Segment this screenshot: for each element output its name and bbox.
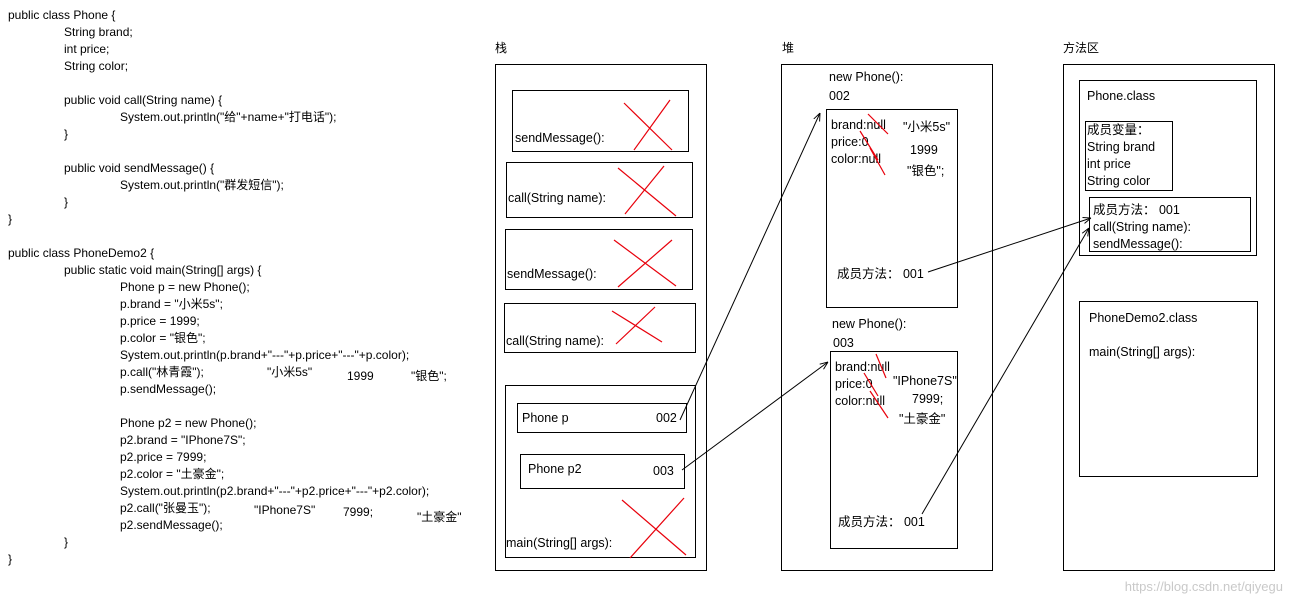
var-address: 003 xyxy=(653,464,674,478)
method-call: call(String name): xyxy=(1093,220,1191,234)
annotation-p2-price: 7999; xyxy=(343,505,374,519)
annotation-p-price: 1999 xyxy=(347,369,374,383)
heap-obj2-value-color: "土豪金" xyxy=(899,412,946,426)
code-line: System.out.println("群发短信"); xyxy=(120,178,284,192)
annotation-p2-color: "土豪金" xyxy=(417,510,462,524)
code-line: p2.call("张曼玉"); xyxy=(120,501,211,515)
code-line: p2.sendMessage(); xyxy=(120,518,223,532)
heap-title: 堆 xyxy=(782,41,795,55)
code-line: } xyxy=(8,212,13,226)
code-line: public class PhoneDemo2 { xyxy=(8,246,155,260)
member-var-color: String color xyxy=(1087,174,1151,188)
heap-obj1-method-ref: 成员方法： 001 xyxy=(837,267,924,281)
phone-class-box xyxy=(1079,80,1257,256)
main-label: main(String[] args): xyxy=(506,536,613,550)
member-var-brand: String brand xyxy=(1087,140,1156,154)
heap-obj1-field-brand: brand:null xyxy=(831,118,886,132)
heap-obj2-value-brand: "IPhone7S" xyxy=(893,374,957,388)
frame-label: sendMessage(): xyxy=(515,131,605,145)
heap-obj2-header: new Phone(): xyxy=(832,317,907,331)
code-line: System.out.println(p2.brand+"---"+p2.pri… xyxy=(120,484,430,498)
code-line: public void call(String name) { xyxy=(64,93,223,107)
method-send-message: sendMessage(): xyxy=(1093,237,1183,251)
heap-obj1-address: 002 xyxy=(829,89,850,103)
heap-obj2-method-ref: 成员方法： 001 xyxy=(838,515,925,529)
code-line: p.price = 1999; xyxy=(120,314,200,328)
phonedemo2-class-title: PhoneDemo2.class xyxy=(1089,311,1198,325)
code-line: Phone p2 = new Phone(); xyxy=(120,416,257,430)
stack-var-p2: Phone p2 003 xyxy=(520,454,685,489)
code-line: } xyxy=(64,195,69,209)
heap-obj2-field-brand: brand:null xyxy=(835,360,890,374)
stack-var-p: Phone p 002 xyxy=(517,403,687,433)
code-line: } xyxy=(8,552,13,566)
code-line: p2.price = 7999; xyxy=(120,450,207,464)
stack-frame-call-1: call(String name): xyxy=(506,162,693,218)
var-name: Phone p xyxy=(522,411,569,425)
heap-obj1-value-color: "银色"; xyxy=(907,164,945,178)
heap-obj1-value-brand: "小米5s" xyxy=(903,120,951,134)
heap-obj2-address: 003 xyxy=(833,336,854,350)
code-line: String brand; xyxy=(64,25,133,39)
phone-class-title: Phone.class xyxy=(1087,89,1156,103)
code-line: p2.color = "土豪金"; xyxy=(120,467,225,481)
phonedemo2-main-method: main(String[] args): xyxy=(1089,345,1196,359)
member-methods-header: 成员方法： 001 xyxy=(1093,203,1180,217)
frame-label: sendMessage(): xyxy=(507,267,597,281)
annotation-p-brand: "小米5s" xyxy=(267,365,313,379)
code-line: p.sendMessage(); xyxy=(120,382,217,396)
frame-label: call(String name): xyxy=(508,191,606,205)
code-line: String color; xyxy=(64,59,129,73)
member-var-header: 成员变量： xyxy=(1087,123,1150,137)
code-line: public static void main(String[] args) { xyxy=(64,263,262,277)
stack-frame-main: main(String[] args): xyxy=(505,385,696,558)
member-variables-box: 成员变量： String brand int price String colo… xyxy=(1085,121,1173,191)
method-area-title: 方法区 xyxy=(1063,41,1100,55)
code-line: } xyxy=(64,535,69,549)
phonedemo2-class-box xyxy=(1079,301,1258,477)
member-methods-box: 成员方法： 001 call(String name): sendMessage… xyxy=(1089,197,1251,252)
code-line: p.color = "银色"; xyxy=(120,331,206,345)
code-line: p2.brand = "IPhone7S"; xyxy=(120,433,246,447)
stack-frame-send-message-1: sendMessage(): xyxy=(512,90,689,152)
heap-obj2-field-price: price:0 xyxy=(835,377,873,391)
member-var-price: int price xyxy=(1087,157,1131,171)
stack-frame-call-2: call(String name): xyxy=(504,303,696,353)
stack-frame-send-message-2: sendMessage(): xyxy=(505,229,693,290)
heap-obj2-value-price: 7999; xyxy=(912,392,944,406)
heap-obj1-field-color: color:null xyxy=(831,152,882,166)
stack-title: 栈 xyxy=(495,41,508,55)
code-line: int price; xyxy=(64,42,110,56)
heap-obj1-header: new Phone(): xyxy=(829,70,904,84)
annotation-p-color: "银色"; xyxy=(411,369,447,383)
code-line: System.out.println("给"+name+"打电话"); xyxy=(120,110,337,124)
watermark: https://blog.csdn.net/qiyegu xyxy=(1124,579,1283,594)
heap-obj1-value-price: 1999 xyxy=(910,143,938,157)
code-line: System.out.println(p.brand+"---"+p.price… xyxy=(120,348,410,362)
heap-object-002 xyxy=(826,109,958,308)
annotation-p2-brand: "IPhone7S" xyxy=(254,503,316,517)
code-line: public void sendMessage() { xyxy=(64,161,215,175)
code-line: p.brand = "小米5s"; xyxy=(120,297,223,311)
code-line: public class Phone { xyxy=(8,8,116,22)
var-address: 002 xyxy=(656,411,677,425)
code-line: } xyxy=(64,127,69,141)
frame-label: call(String name): xyxy=(506,334,604,348)
heap-obj2-field-color: color:null xyxy=(835,394,886,408)
var-name: Phone p2 xyxy=(528,462,582,476)
code-line: Phone p = new Phone(); xyxy=(120,280,250,294)
heap-obj1-field-price: price:0 xyxy=(831,135,869,149)
code-line: p.call("林青霞"); xyxy=(120,365,204,379)
